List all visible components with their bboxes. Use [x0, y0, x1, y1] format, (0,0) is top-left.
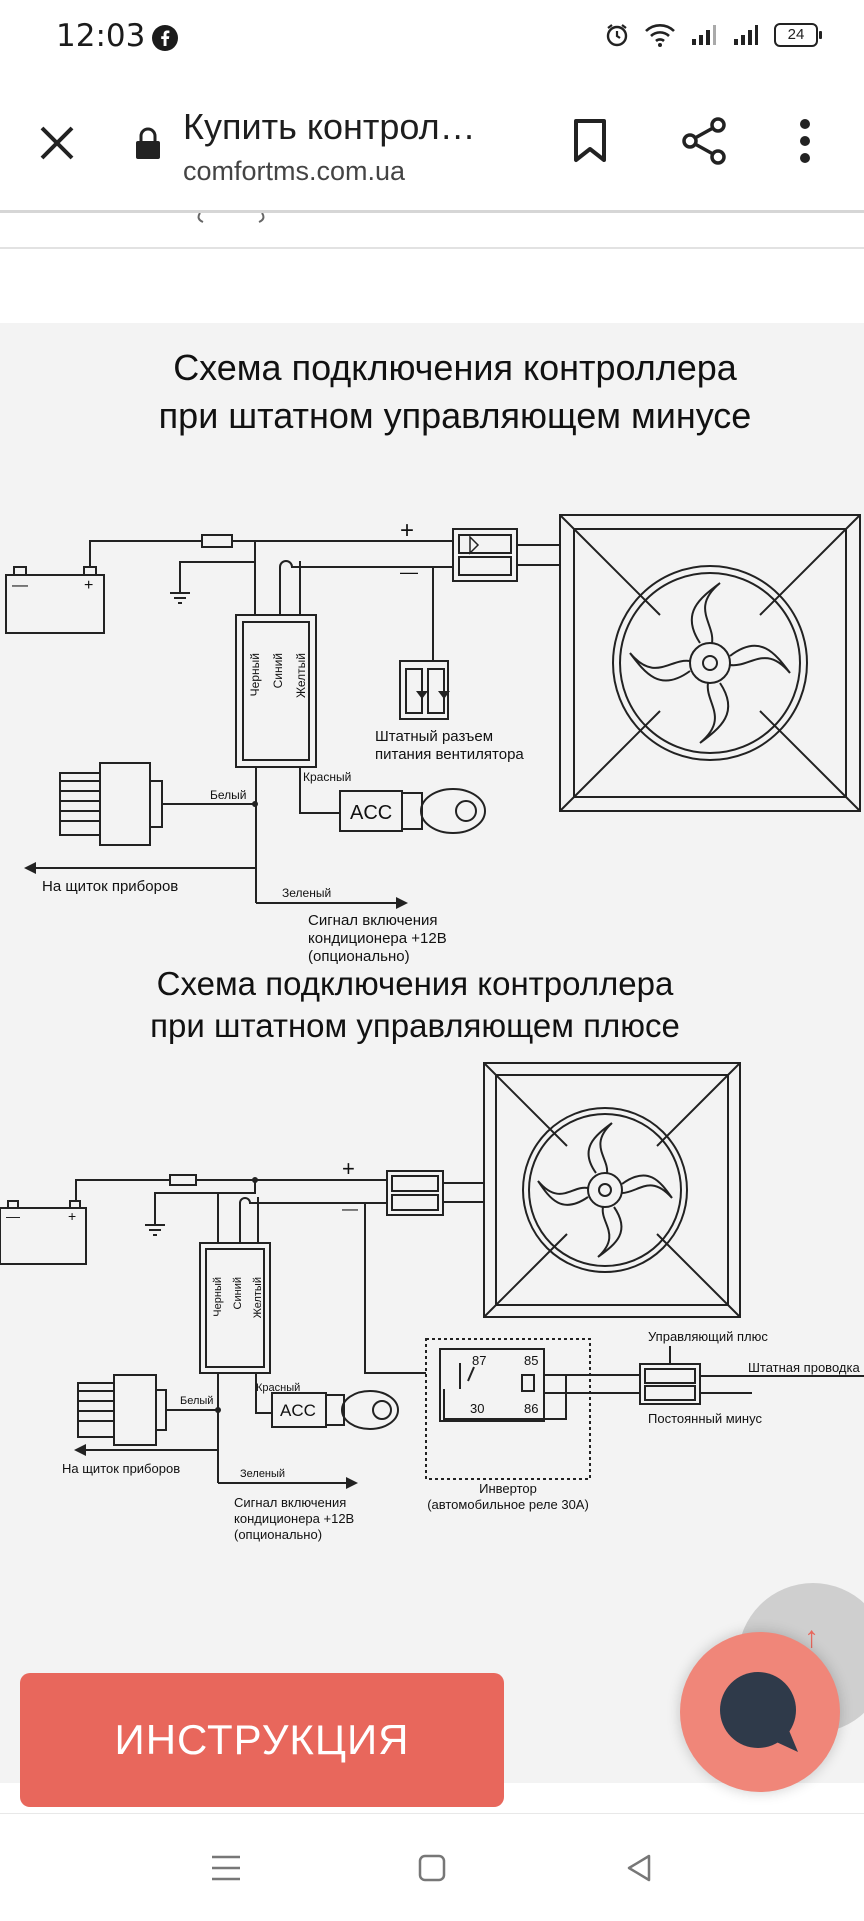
d2-relay-87: 87 — [472, 1353, 486, 1368]
page-title[interactable]: Купить контрол… — [183, 106, 476, 147]
wiring-diagram: Схема подключения контроллера при штатно… — [0, 347, 864, 1542]
system-nav-bar — [0, 1813, 864, 1921]
diagram2-title-line1: Схема подключения контроллера — [157, 965, 674, 1002]
svg-text:—: — — [12, 577, 28, 594]
d2-green: Зеленый — [240, 1468, 285, 1480]
arrow-up-icon: ↑ — [804, 1621, 819, 1654]
d2-relay-85: 85 — [524, 1353, 538, 1368]
signal-icon — [692, 25, 716, 45]
d1-ac-signal-3: (опционально) — [308, 948, 410, 965]
svg-text:+: + — [84, 577, 93, 594]
d2-ac-signal-3: (опционально) — [234, 1527, 322, 1542]
d2-white: Белый — [180, 1395, 213, 1407]
d2-relay-86: 86 — [524, 1401, 538, 1416]
status-bar: 12:03 24 — [0, 0, 864, 76]
d1-connector-label-2: питания вентилятора — [375, 746, 524, 763]
wifi-icon — [645, 24, 675, 47]
svg-text:+: + — [68, 1208, 76, 1224]
facebook-icon — [152, 25, 178, 51]
instruction-button[interactable]: ИНСТРУКЦИЯ — [20, 1673, 504, 1807]
status-time: 12:03 — [56, 18, 146, 54]
diagram2-title-line2: при штатном управляющем плюсе — [150, 1007, 680, 1044]
diagram1-title-line1: Схема подключения контроллера — [173, 347, 738, 388]
d2-acc: ACC — [280, 1401, 316, 1420]
d1-green: Зеленый — [282, 886, 331, 900]
page-content: Схема подключения контроллера при штатно… — [0, 213, 864, 1813]
d1-wire-blue: Синий — [271, 653, 285, 688]
d2-red: Красный — [256, 1382, 300, 1394]
d2-relay-30: 30 — [470, 1401, 484, 1416]
battery-icon: 24 — [774, 23, 822, 47]
d1-connector-label-1: Штатный разъем — [375, 728, 493, 745]
lock-icon — [136, 127, 160, 159]
d2-inverter-2: (автомобильное реле 30А) — [427, 1497, 589, 1512]
d1-white: Белый — [210, 788, 246, 802]
d2-wire-black: Черный — [212, 1277, 224, 1317]
d2-wire-blue: Синий — [232, 1277, 244, 1309]
share-icon[interactable] — [680, 116, 730, 166]
d2-ac-signal-1: Сигнал включения — [234, 1495, 346, 1510]
d1-ac-signal-2: кондиционера +12В — [308, 930, 447, 947]
status-icons: 24 — [604, 22, 822, 48]
d2-ac-signal-2: кондиционера +12В — [234, 1511, 354, 1526]
d2-minus: — — [342, 1201, 358, 1218]
alarm-icon — [606, 24, 628, 47]
bookmark-icon[interactable] — [570, 118, 610, 164]
d2-plus: + — [342, 1156, 355, 1181]
signal-icon — [734, 25, 758, 45]
section-divider — [0, 247, 864, 249]
more-icon[interactable] — [798, 118, 812, 164]
diagram1-title-line2: при штатном управляющем минусе — [159, 395, 752, 436]
d1-wire-yellow: Желтый — [294, 653, 308, 698]
d1-plus: + — [400, 517, 414, 544]
nav-menu-icon[interactable] — [210, 1854, 242, 1882]
page-url[interactable]: comfortms.com.ua — [183, 156, 406, 186]
chat-icon — [720, 1672, 798, 1752]
d2-const-minus: Постоянный минус — [648, 1411, 762, 1426]
nav-home-icon[interactable] — [418, 1854, 446, 1882]
d1-ac-signal-1: Сигнал включения — [308, 912, 438, 929]
d1-red: Красный — [303, 770, 351, 784]
d1-wire-black: Черный — [248, 653, 262, 696]
d1-dashboard: На щиток приборов — [42, 878, 178, 895]
close-icon[interactable] — [34, 120, 80, 166]
nav-back-icon[interactable] — [625, 1854, 653, 1882]
toolbar-divider — [0, 210, 864, 213]
d1-acc: ACC — [350, 802, 392, 824]
d2-stock-wiring: Штатная проводка — [748, 1360, 860, 1375]
d1-minus: — — [400, 562, 418, 582]
browser-toolbar: Купить контрол… comfortms.com.ua — [0, 76, 864, 210]
d2-dashboard: На щиток приборов — [62, 1461, 180, 1476]
d2-inverter-1: Инвертор — [479, 1481, 537, 1496]
d2-wire-yellow: Желтый — [252, 1277, 264, 1318]
cropped-element — [197, 213, 265, 223]
d2-ctrl-plus: Управляющий плюс — [648, 1329, 768, 1344]
chat-button[interactable] — [680, 1632, 840, 1792]
svg-text:—: — — [6, 1208, 20, 1224]
